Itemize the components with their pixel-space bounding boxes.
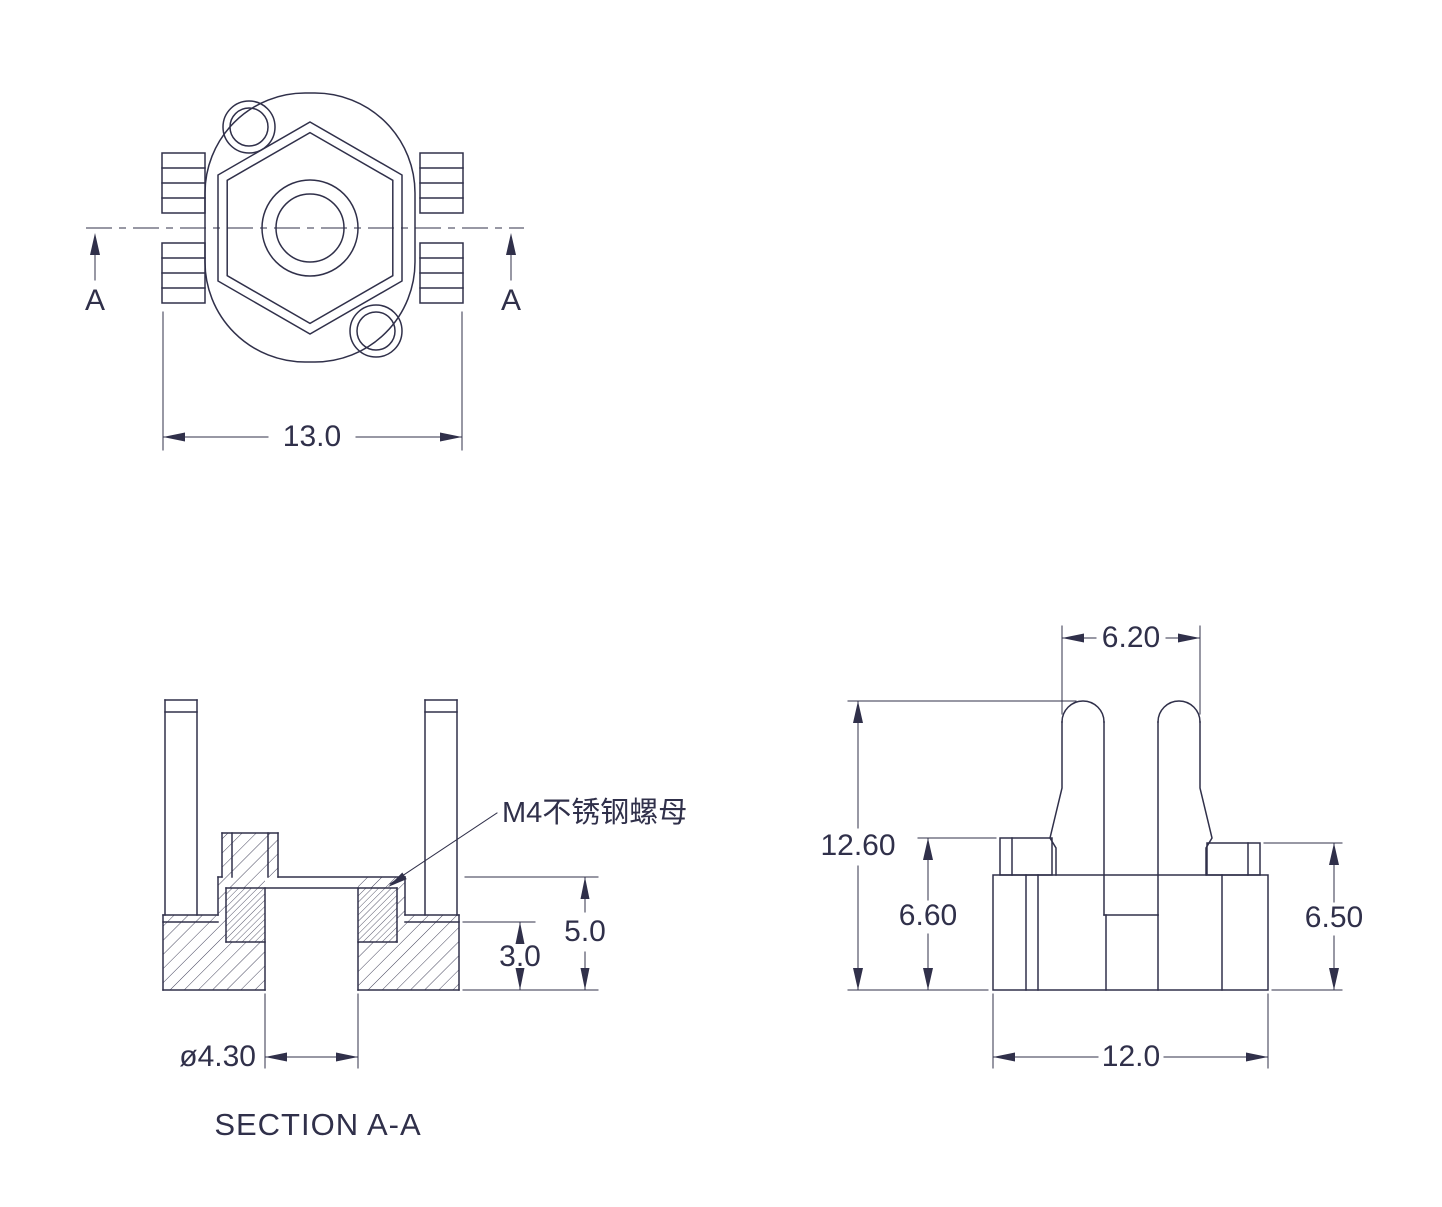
section-label-left: A (85, 284, 105, 317)
dim-base-height-label: 3.0 (499, 940, 541, 973)
dim-clip-width: 6.20 (1061, 621, 1201, 715)
section-arrow-right: A (501, 233, 521, 317)
dim-shoulder-height-right: 6.50 (1263, 842, 1363, 991)
nut-callout: M4不锈钢螺母 (388, 796, 687, 887)
dim-pocket-height-label: 5.0 (564, 915, 606, 948)
section-title: SECTION A-A (214, 1107, 421, 1142)
dim-base-width: 12.0 (992, 993, 1269, 1073)
hex-nut-outline (217, 121, 403, 335)
dim-overall-height: 12.60 (820, 700, 1077, 991)
dim-shoulder-height-right-label: 6.50 (1305, 901, 1363, 934)
dim-pocket-height: 5.0 (462, 876, 606, 991)
clip-hole-top (222, 100, 276, 154)
dim-shoulder-height-left-label: 6.60 (899, 899, 957, 932)
side-outline (992, 700, 1269, 991)
section-hatching-body (163, 833, 459, 990)
side-view: 6.20 12.60 6.60 6.50 (820, 621, 1363, 1073)
dim-hole-diameter-label: ø4.30 (179, 1040, 256, 1073)
left-fins (161, 152, 206, 304)
dim-base-height: 3.0 (462, 921, 541, 991)
dim-overall-width: 13.0 (162, 311, 463, 453)
section-outline (162, 699, 460, 991)
section-label-right: A (501, 284, 521, 317)
top-view: A A 13.0 (85, 92, 524, 453)
dim-shoulder-height-left: 6.60 (899, 837, 997, 991)
section-arrow-left: A (85, 233, 105, 317)
section-view: M4不锈钢螺母 5.0 3.0 ø4.30 SECTI (162, 699, 687, 1142)
dim-overall-width-label: 13.0 (283, 420, 341, 453)
dim-base-width-label: 12.0 (1102, 1040, 1160, 1073)
section-hatching-nut (226, 888, 397, 942)
right-fins (419, 152, 464, 304)
clip-hole-bottom (349, 304, 403, 358)
dim-clip-width-label: 6.20 (1102, 621, 1160, 654)
dim-hole-diameter: ø4.30 (179, 993, 359, 1073)
nut-callout-label: M4不锈钢螺母 (502, 796, 687, 829)
dim-overall-height-label: 12.60 (820, 829, 895, 862)
